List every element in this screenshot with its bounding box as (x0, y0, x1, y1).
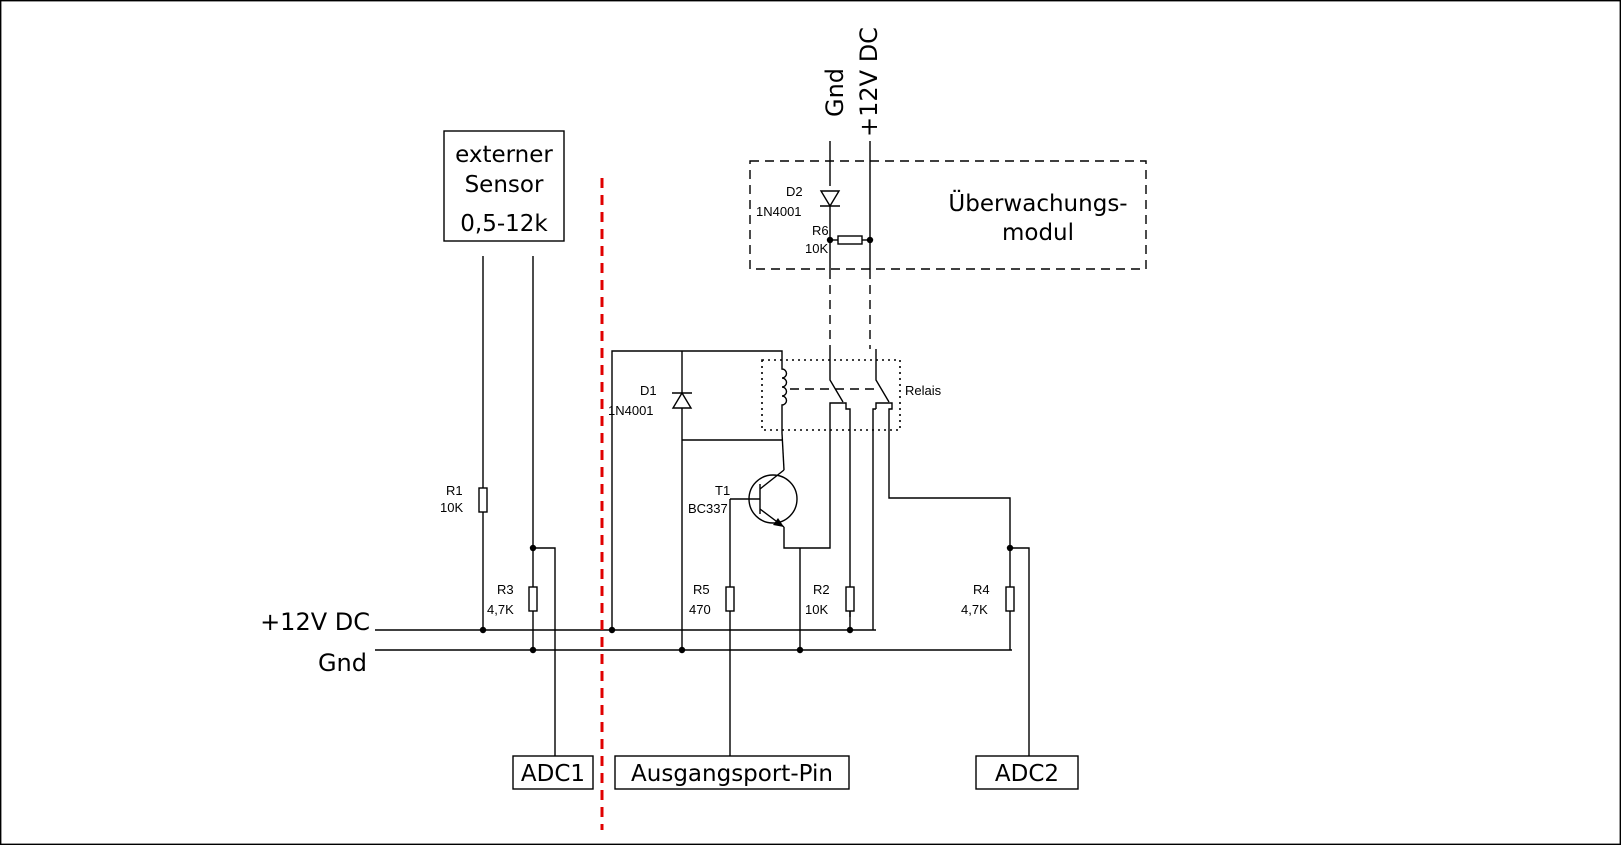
resistor-r1 (478, 487, 488, 513)
module-label-line1: Überwachungs- (948, 189, 1127, 217)
adc1-label: ADC1 (521, 761, 585, 787)
t1-value: BC337 (688, 501, 728, 516)
r1-ref: R1 (446, 483, 463, 498)
vcc-rail-label: +12V DC (260, 608, 370, 636)
resistor-r3 (528, 586, 538, 612)
r5-value: 470 (689, 602, 711, 617)
t1-ref: T1 (715, 483, 730, 498)
relay-outline (761, 359, 901, 431)
module-label-line2: modul (1002, 220, 1074, 246)
r3-ref: R3 (497, 582, 514, 597)
r4-value: 4,7K (961, 602, 988, 617)
r4-ref: R4 (973, 582, 990, 597)
resistor-r6 (837, 235, 863, 245)
d1-value: 1N4001 (608, 403, 654, 418)
relay-label: Relais (905, 383, 942, 398)
resistor-r5 (725, 586, 735, 612)
monitoring-module-outline (749, 160, 1147, 270)
d2-ref: D2 (786, 184, 803, 199)
supply-vcc-label: +12V DC (855, 27, 883, 137)
diode-d1 (671, 391, 693, 409)
output-port-pin (614, 755, 850, 790)
sensor-label-line3: 0,5-12k (460, 211, 548, 237)
resistor-r2 (845, 586, 855, 612)
sensor-label-line2: Sensor (465, 172, 544, 198)
supply-gnd-label: Gnd (821, 68, 849, 117)
sensor-box (443, 130, 565, 242)
adc2-port (975, 755, 1079, 790)
relay-coil (781, 362, 788, 433)
r3-value: 4,7K (487, 602, 514, 617)
external-sensor: externer Sensor 0,5-12k (443, 130, 565, 242)
junction-dots (479, 236, 1014, 654)
gnd-rail-label: Gnd (318, 649, 367, 677)
d1-ref: D1 (640, 383, 657, 398)
r1-value: 10K (440, 500, 463, 515)
r6-ref: R6 (812, 223, 829, 238)
r5-ref: R5 (693, 582, 710, 597)
r2-ref: R2 (813, 582, 830, 597)
r2-value: 10K (805, 602, 828, 617)
diode-d2 (819, 190, 841, 208)
transistor-t1 (730, 469, 798, 528)
adc2-label: ADC2 (995, 761, 1059, 787)
d2-value: 1N4001 (756, 204, 802, 219)
sensor-label-line1: externer (455, 142, 553, 168)
r6-value: 10K (805, 241, 828, 256)
output-port-label: Ausgangsport-Pin (631, 761, 833, 787)
adc1-port (512, 755, 594, 790)
resistor-r4 (1005, 586, 1015, 612)
